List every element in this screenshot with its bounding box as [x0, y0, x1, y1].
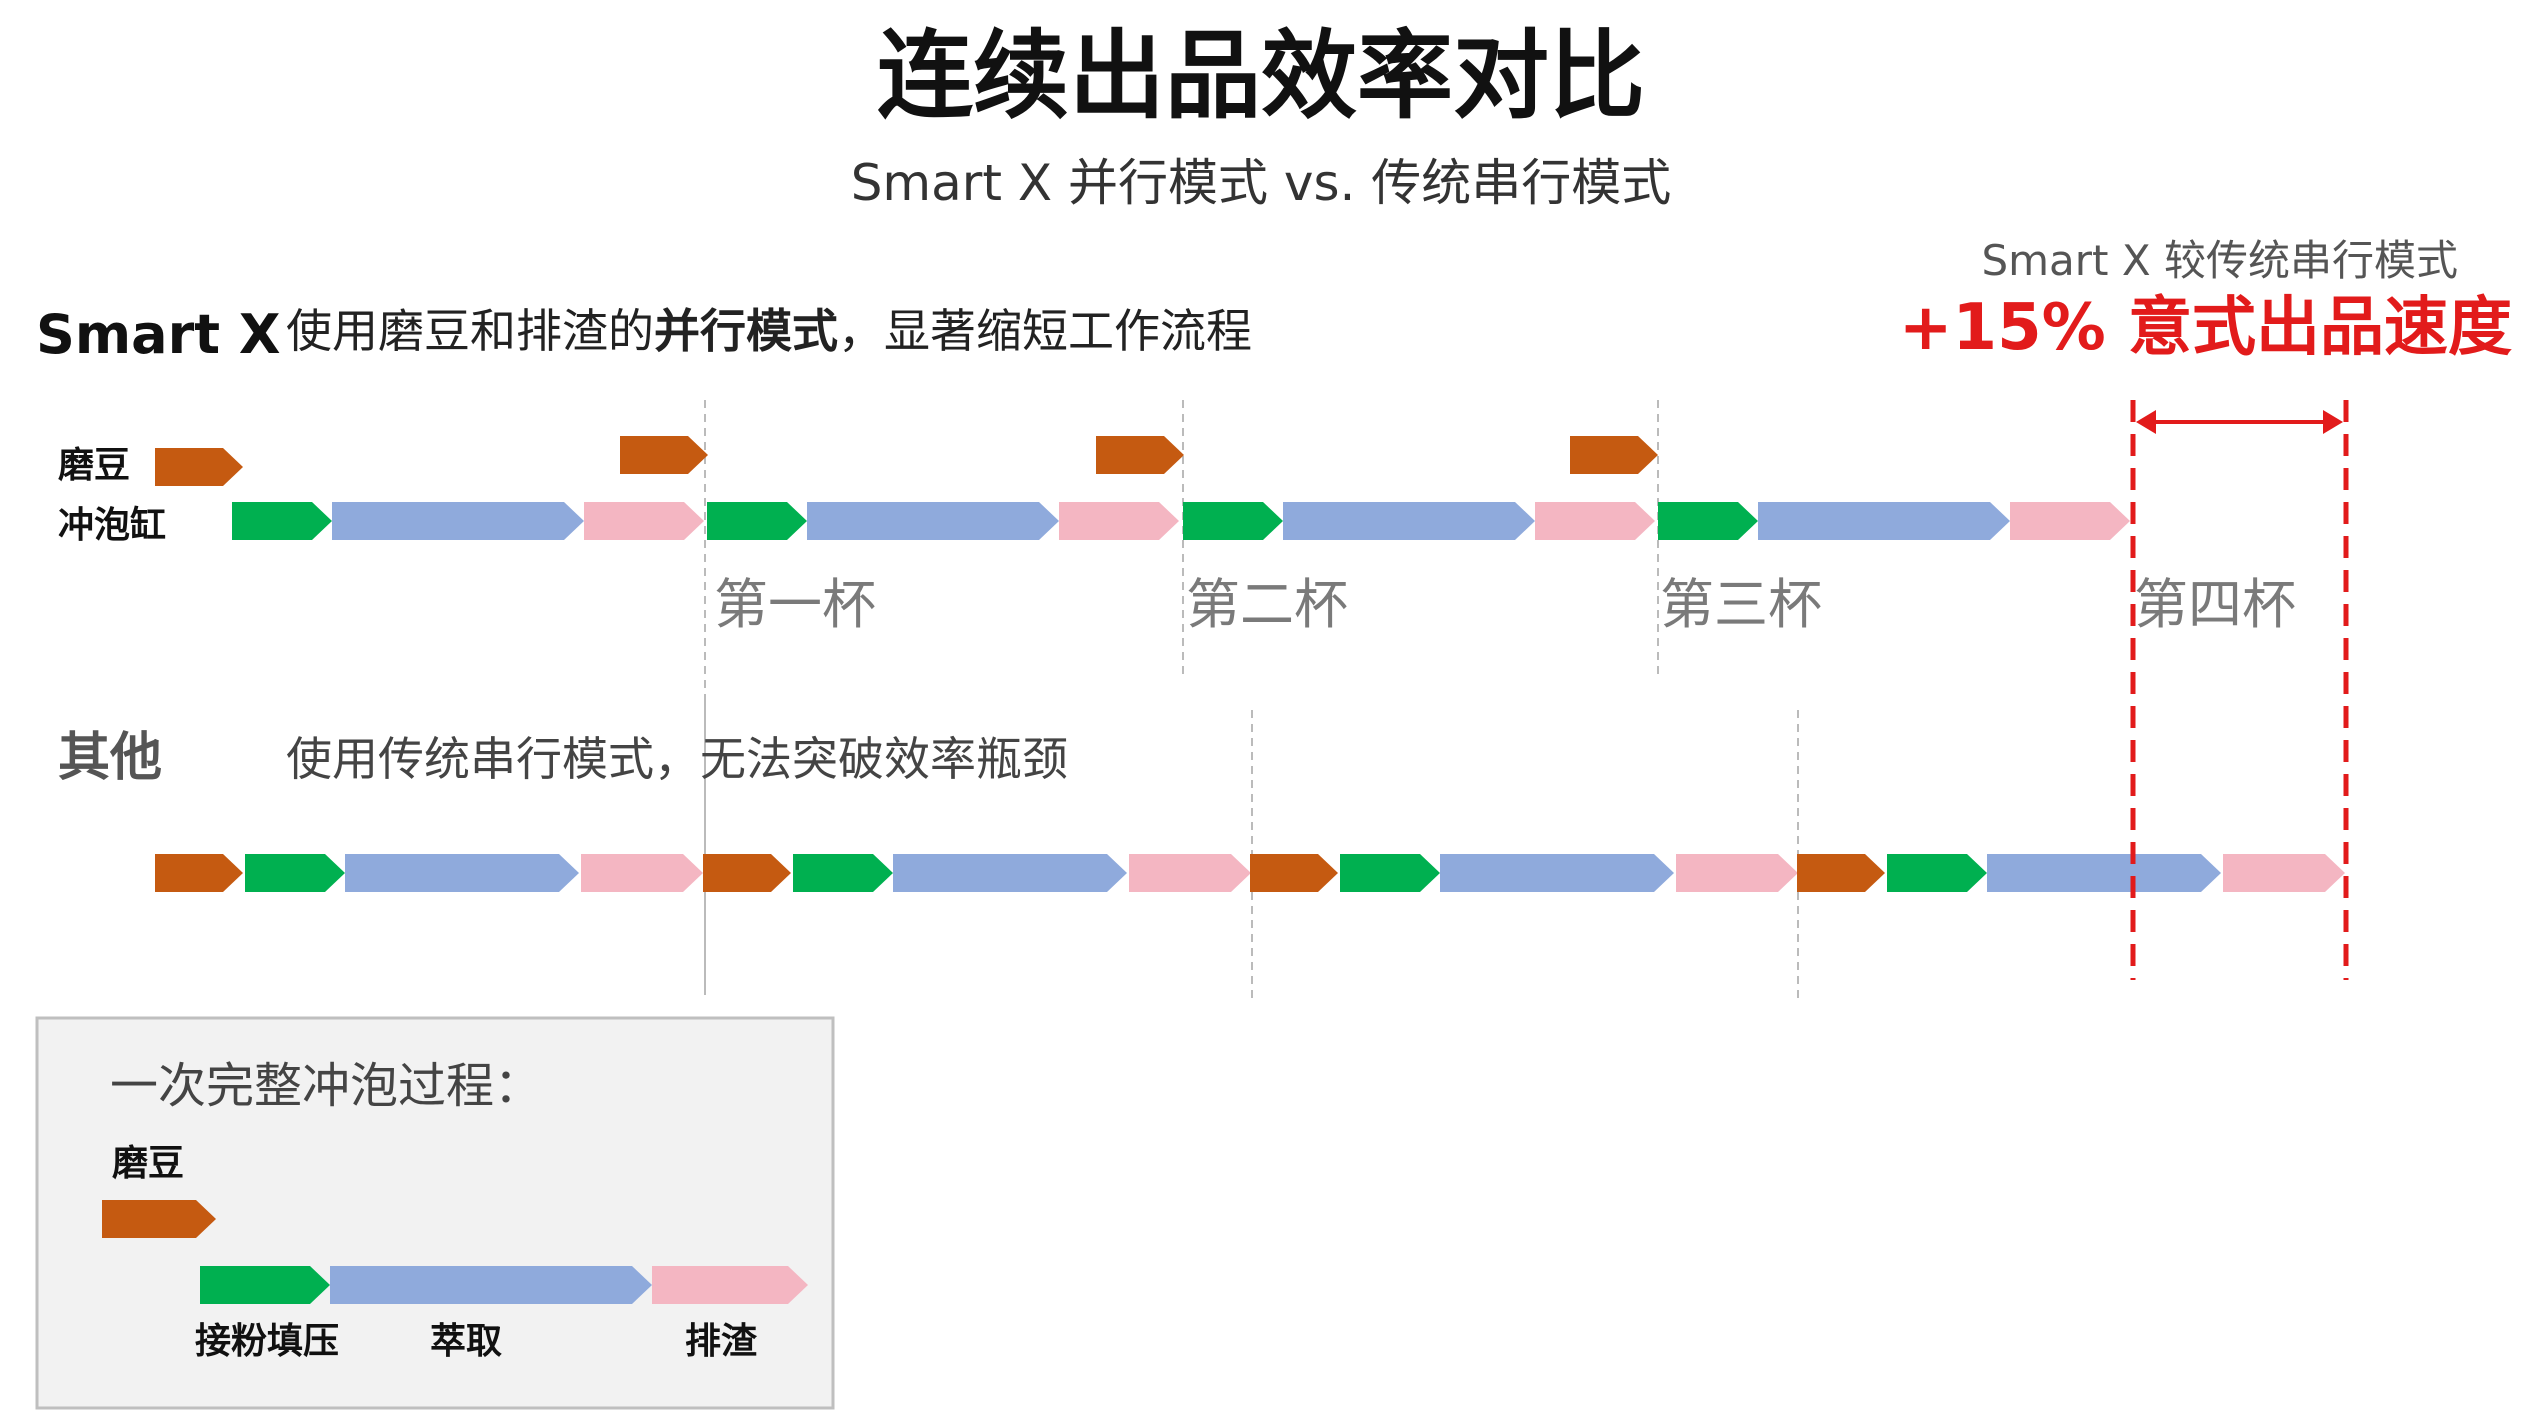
speedup-arrowhead-left — [2136, 410, 2156, 434]
smartx-waste-arrow — [1535, 502, 1655, 540]
smartx-waste-arrow — [584, 502, 704, 540]
other-extract-arrow — [1987, 854, 2221, 892]
page-subtitle: Smart X 并行模式 vs. 传统串行模式 — [850, 154, 1672, 212]
smartx-grind-arrow — [1570, 436, 1658, 474]
other-waste-arrow — [2223, 854, 2345, 892]
smartx-extract-arrow — [1758, 502, 2010, 540]
other-grind-arrow — [703, 854, 791, 892]
other-fill-arrow — [793, 854, 893, 892]
other-fill-arrow — [245, 854, 345, 892]
other-grind-arrow — [1797, 854, 1885, 892]
other-extract-arrow — [1440, 854, 1674, 892]
smartx-label: Smart X — [36, 303, 281, 366]
page-title: 连续出品效率对比 — [877, 20, 1645, 132]
cup-label-4: 第四杯 — [2134, 573, 2296, 636]
smartx-grind-arrow — [155, 448, 243, 486]
legend-fill-arrow — [200, 1266, 330, 1304]
smartx-fill-arrow — [232, 502, 332, 540]
legend-grind-label: 磨豆 — [112, 1143, 185, 1184]
other-waste-arrow — [581, 854, 703, 892]
legend-grind-arrow — [102, 1200, 216, 1238]
highlight-headline: +15% 意式出品速度 — [1898, 291, 2512, 365]
other-waste-arrow — [1129, 854, 1251, 892]
other-grind-arrow — [1250, 854, 1338, 892]
other-extract-arrow — [893, 854, 1127, 892]
cup-label-1: 第一杯 — [714, 573, 876, 636]
smartx-desc-bold: 并行模式 — [654, 304, 838, 358]
smartx-grind-arrow — [620, 436, 708, 474]
other-extract-arrow — [345, 854, 579, 892]
other-fill-arrow — [1887, 854, 1987, 892]
smartx-grind-arrow — [1096, 436, 1184, 474]
cup-label-3: 第三杯 — [1660, 573, 1822, 636]
speedup-arrowhead-right — [2323, 410, 2343, 434]
legend-waste-arrow — [652, 1266, 808, 1304]
row-label-grind: 磨豆 — [58, 445, 131, 486]
other-label: 其他 — [58, 728, 163, 788]
legend-waste-label: 排渣 — [685, 1321, 758, 1362]
smartx-extract-arrow — [807, 502, 1059, 540]
cup-label-2: 第二杯 — [1186, 573, 1348, 636]
other-waste-arrow — [1676, 854, 1798, 892]
smartx-fill-arrow — [1658, 502, 1758, 540]
other-description: 使用传统串行模式，无法突破效率瓶颈 — [286, 732, 1068, 786]
smartx-desc-pre: 使用磨豆和排渣的 — [286, 304, 654, 358]
smartx-waste-arrow — [1059, 502, 1179, 540]
smartx-extract-arrow — [332, 502, 584, 540]
row-label-brew: 冲泡缸 — [58, 505, 167, 546]
smartx-fill-arrow — [707, 502, 807, 540]
smartx-waste-arrow — [2010, 502, 2130, 540]
smartx-fill-arrow — [1183, 502, 1283, 540]
smartx-extract-arrow — [1283, 502, 1535, 540]
highlight-caption: Smart X 较传统串行模式 — [1981, 236, 2458, 285]
smartx-description: 使用磨豆和排渣的并行模式，显著缩短工作流程 — [286, 308, 1252, 354]
legend-extract-arrow — [330, 1266, 652, 1304]
other-grind-arrow — [155, 854, 243, 892]
legend-fill-label: 接粉填压 — [195, 1321, 340, 1362]
other-fill-arrow — [1340, 854, 1440, 892]
legend-title: 一次完整冲泡过程： — [110, 1058, 543, 1114]
legend-extract-label: 萃取 — [430, 1321, 503, 1362]
smartx-desc-post: ，显著缩短工作流程 — [838, 304, 1252, 358]
